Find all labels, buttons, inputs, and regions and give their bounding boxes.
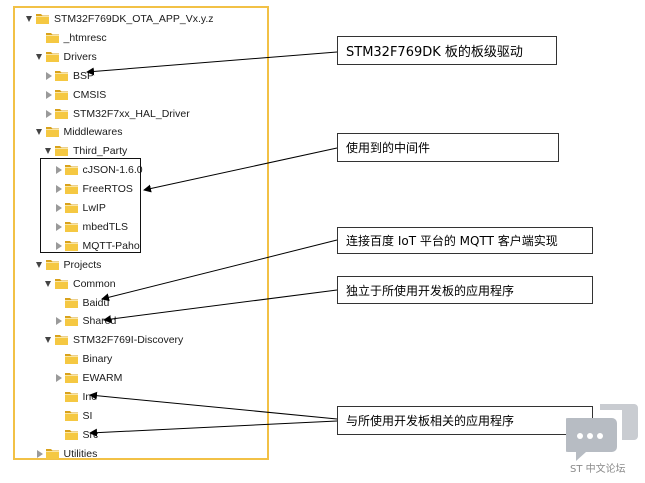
tree-item-label: Middlewares [63,126,123,139]
folder-icon [64,184,78,195]
callout-shared-text: 独立于所使用开发板的应用程序 [346,283,515,298]
tree-item-label: Drivers [63,50,97,63]
folder-icon [36,14,49,24]
callout-bsp-text: STM32F769DK 板的板级驱动 [346,45,523,60]
folder-icon [55,70,68,81]
tree-item-label: EWARM [82,372,123,385]
tree-item-label: SI [82,409,93,422]
folder-icon [64,297,78,308]
third-party-highlight-box [40,158,141,253]
tree-item-label: STM32F7xx_HAL_Driver [73,107,190,120]
tree-item-label: Common [73,277,116,290]
expanded-arrow-icon[interactable] [35,129,42,136]
folder-icon [64,429,78,440]
collapsed-arrow-icon[interactable] [36,449,43,458]
folder-icon [64,221,78,232]
folder-icon [55,89,68,100]
tree-item-label: Projects [63,258,102,271]
arrow-baidu [101,239,338,302]
callout-bsp: STM32F769DK 板的板级驱动 [337,36,557,65]
callout-baidu-text: 连接百度 IoT 平台的 MQTT 客户端实现 [346,234,558,248]
collapsed-arrow-icon[interactable] [55,204,62,212]
collapsed-arrow-icon[interactable] [55,222,62,231]
callout-middleware-text: 使用到的中间件 [346,141,431,155]
folder-icon [45,448,59,459]
expanded-arrow-icon[interactable] [45,280,51,287]
folder-icon [64,410,78,421]
tree-item-label: Third_Party [73,145,128,158]
callout-shared: 独立于所使用开发板的应用程序 [337,276,593,304]
folder-icon [55,278,68,289]
arrow-bsp [86,51,338,76]
arrow-inc [89,391,338,420]
tree-item-label: STM32F769I-Discovery [73,334,184,347]
arrow-src [89,420,338,437]
tree-item-label: LwIP [82,202,106,214]
tree-item-label: FreeRTOS [82,183,133,196]
tree-item-label: STM32F769DK_OTA_APP_Vx.y.z [54,13,214,25]
arrow-middleware [143,147,338,193]
folder-icon [64,354,78,365]
tree-item-label: Utilities [63,447,98,460]
tree-item-label: CMSIS [73,88,107,101]
folder-icon [64,203,78,213]
expanded-arrow-icon[interactable] [45,148,51,155]
collapsed-arrow-icon[interactable] [46,109,52,118]
tree-item-label: mbedTLS [82,220,129,233]
callout-middleware: 使用到的中间件 [337,133,559,162]
tree-item-label: Binary [82,353,113,366]
folder-icon [45,259,59,270]
callout-board-app-text: 与所使用开发板相关的应用程序 [346,414,515,428]
expanded-arrow-icon[interactable] [26,16,32,22]
collapsed-arrow-icon[interactable] [55,317,62,326]
callout-board-app: 与所使用开发板相关的应用程序 [337,406,593,435]
collapsed-arrow-icon[interactable] [55,166,62,175]
expanded-arrow-icon[interactable] [35,261,42,268]
folder-icon [45,32,59,43]
collapsed-arrow-icon[interactable] [55,241,62,250]
expanded-arrow-icon[interactable] [35,53,42,60]
expanded-arrow-icon[interactable] [45,337,51,344]
st-forum-logo-icon [566,404,638,461]
collapsed-arrow-icon[interactable] [46,71,52,80]
collapsed-arrow-icon[interactable] [55,374,62,383]
folder-icon [64,316,78,327]
watermark-text: ST 中文论坛 [570,464,626,475]
callout-baidu: 连接百度 IoT 平台的 MQTT 客户端实现 [337,227,593,254]
folder-icon [64,392,78,402]
folder-icon [64,373,78,384]
folder-icon [45,127,59,138]
folder-icon [55,108,68,119]
folder-icon [64,240,78,251]
folder-icon [55,146,68,157]
tree-item-label: _htmresc [63,31,107,44]
folder-icon [45,51,59,62]
tree-item-label: MQTT-Paho [82,239,140,252]
tree-item-label: cJSON-1.6.0 [82,164,143,177]
arrow-shared [103,289,338,324]
collapsed-arrow-icon[interactable] [46,90,52,99]
folder-icon [64,165,78,176]
folder-icon [55,335,68,346]
collapsed-arrow-icon[interactable] [55,185,62,194]
